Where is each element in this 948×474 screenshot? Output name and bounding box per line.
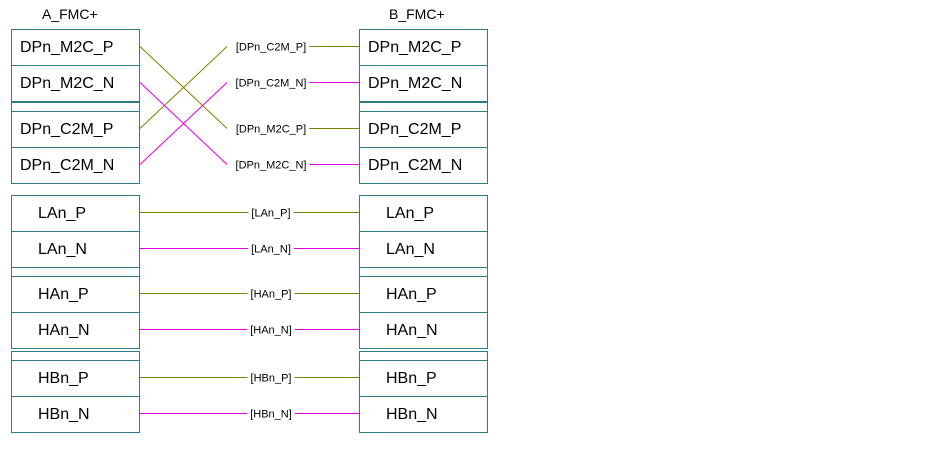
net-label: [HBn_P]: [251, 373, 292, 385]
right-pin-label: HBn_P: [386, 369, 437, 387]
net-label: [DPn_M2C_N]: [236, 160, 307, 172]
right-pin-lan-n: LAn_N: [359, 231, 488, 268]
right-pin-dpn-m2c-n: DPn_M2C_N: [359, 65, 488, 102]
left-pin-han-p: HAn_P: [11, 276, 140, 313]
right-group-separator: [359, 267, 488, 277]
left-pin-dpn-m2c-n: DPn_M2C_N: [11, 65, 140, 102]
left-pin-label: LAn_N: [38, 240, 87, 258]
right-pin-dpn-c2m-n: DPn_C2M_N: [359, 147, 488, 184]
left-pin-lan-p: LAn_P: [11, 195, 140, 232]
right-pin-label: DPn_C2M_P: [368, 120, 462, 138]
wire-segment: [139, 82, 228, 165]
left-connector-title: A_FMC+: [42, 6, 98, 22]
right-pin-label: DPn_M2C_P: [368, 38, 462, 56]
left-pin-hbn-p: HBn_P: [11, 360, 140, 397]
right-pin-label: DPn_M2C_N: [368, 74, 463, 92]
right-pin-han-n: HAn_N: [359, 312, 488, 349]
right-pin-dpn-m2c-p: DPn_M2C_P: [359, 29, 488, 66]
net-label: [HAn_P]: [251, 289, 292, 301]
left-pin-lan-n: LAn_N: [11, 231, 140, 268]
left-group-separator: [11, 102, 140, 112]
right-pin-label: LAn_N: [386, 240, 435, 258]
net-label: [DPn_M2C_P]: [236, 124, 306, 136]
left-pin-label: DPn_C2M_P: [20, 120, 114, 138]
right-pin-label: DPn_C2M_N: [368, 156, 463, 174]
net-label: [LAn_N]: [251, 244, 291, 256]
left-pin-dpn-c2m-p: DPn_C2M_P: [11, 111, 140, 148]
wire-segment: [139, 46, 228, 129]
net-label: [DPn_C2M_P]: [236, 42, 306, 54]
left-pin-han-n: HAn_N: [11, 312, 140, 349]
left-group-separator: [11, 351, 140, 361]
left-pin-label: HBn_P: [38, 369, 89, 387]
left-pin-label: DPn_M2C_P: [20, 38, 114, 56]
right-group-separator: [359, 351, 488, 361]
right-pin-label: HAn_N: [386, 321, 438, 339]
right-group-separator: [359, 102, 488, 112]
right-pin-hbn-n: HBn_N: [359, 396, 488, 433]
net-label: [DPn_C2M_N]: [236, 78, 307, 90]
left-pin-hbn-n: HBn_N: [11, 396, 140, 433]
net-label: [HAn_N]: [250, 325, 292, 337]
left-pin-label: DPn_M2C_N: [20, 74, 115, 92]
right-pin-label: HBn_N: [386, 405, 438, 423]
left-pin-label: LAn_P: [38, 204, 87, 222]
net-label: [LAn_P]: [251, 208, 290, 220]
right-pin-label: LAn_P: [386, 204, 435, 222]
left-pin-label: HBn_N: [38, 405, 90, 423]
left-pin-label: HAn_N: [38, 321, 90, 339]
right-connector-title: B_FMC+: [389, 6, 445, 22]
left-group-separator: [11, 267, 140, 277]
right-pin-label: HAn_P: [386, 285, 437, 303]
left-pin-label: DPn_C2M_N: [20, 156, 115, 174]
left-pin-dpn-c2m-n: DPn_C2M_N: [11, 147, 140, 184]
left-pin-label: HAn_P: [38, 285, 89, 303]
left-pin-dpn-m2c-p: DPn_M2C_P: [11, 29, 140, 66]
net-label: [HBn_N]: [250, 409, 292, 421]
